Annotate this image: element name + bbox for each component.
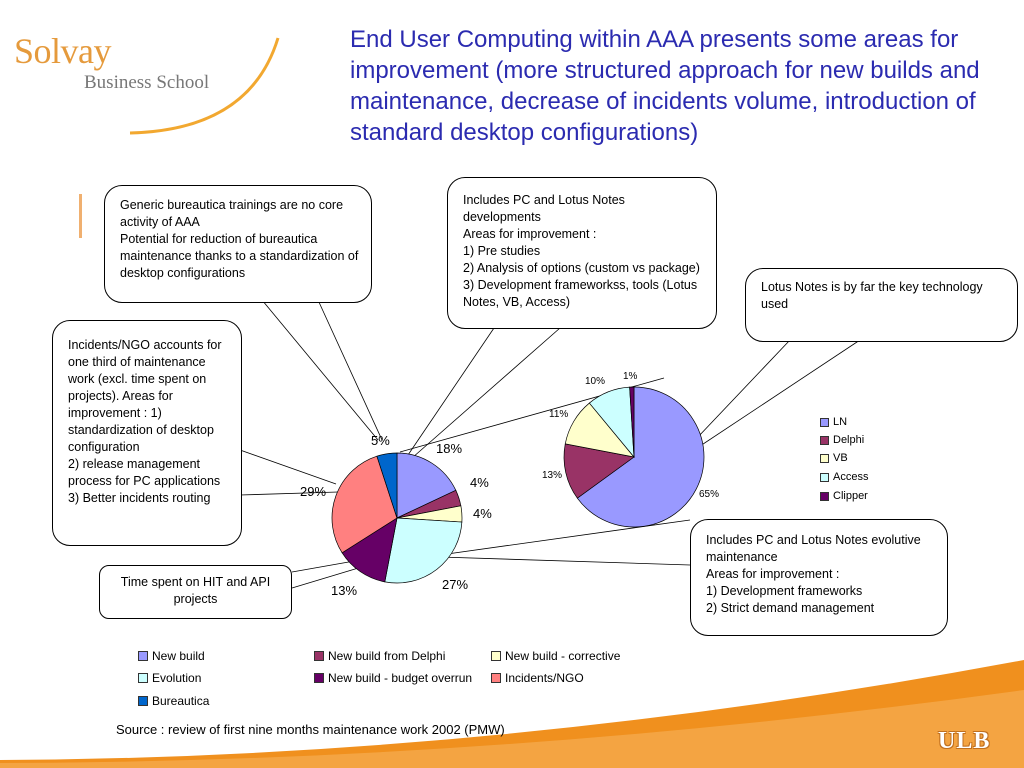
legend-swatch-budget-overrun bbox=[314, 673, 324, 683]
pie-chart-maintenance bbox=[331, 452, 463, 584]
pie1-label-budget-overrun: 13% bbox=[331, 583, 358, 598]
callout-incidents-line-2: 2) release management process for PC app… bbox=[68, 457, 221, 488]
pie2-label-vb: 11% bbox=[549, 409, 569, 420]
pie1-slice-evolution bbox=[384, 517, 463, 584]
legend-swatch-bureautica bbox=[138, 696, 148, 706]
slide-title: End User Computing within AAA presents s… bbox=[350, 26, 980, 146]
legend2-label-delphi: Delphi bbox=[833, 434, 865, 446]
callout-evolution-line-1: Includes PC and Lotus Notes evolutive ma… bbox=[706, 533, 921, 564]
pie1-slice-bureautica bbox=[376, 452, 398, 519]
callout-incidents-line-3: 3) Better incidents routing bbox=[68, 491, 211, 505]
legend2-access: Access bbox=[820, 471, 868, 483]
legend-label-evolution: Evolution bbox=[152, 671, 202, 685]
legend-label-new-build-corrective: New build - corrective bbox=[505, 649, 621, 663]
legend-incidents: Incidents/NGO bbox=[491, 671, 584, 685]
legend-swatch-incidents bbox=[491, 673, 501, 683]
logo-ulb: ULB bbox=[938, 728, 991, 754]
callout-new-build-line-3: 1) Pre studies bbox=[463, 244, 541, 258]
pie1-label-new-build: 18% bbox=[436, 441, 463, 456]
pie1-slice-incidents-ngo bbox=[331, 455, 398, 554]
pie1-label-new-build-delphi: 4% bbox=[470, 475, 489, 490]
pie1-label-incidents: 29% bbox=[300, 484, 327, 499]
pie1-label-evolution: 27% bbox=[442, 577, 469, 592]
legend-label-bureautica: Bureautica bbox=[152, 694, 210, 708]
legend-new-build-delphi: New build from Delphi bbox=[314, 649, 445, 663]
callout-hit-api: Time spent on HIT and API projects bbox=[99, 565, 292, 619]
legend-label-new-build-delphi: New build from Delphi bbox=[328, 649, 446, 663]
source-note: Source : review of first nine months mai… bbox=[116, 722, 505, 737]
logo-arc bbox=[129, 37, 280, 135]
callout-connectors bbox=[239, 299, 861, 589]
pie2-label-ln: 65% bbox=[699, 489, 720, 500]
legend-budget-overrun: New build - budget overrun bbox=[314, 671, 472, 685]
pie2-label-delphi: 13% bbox=[542, 470, 563, 481]
legend-label-new-build: New build bbox=[152, 649, 205, 663]
callout-bureautica: Generic bureautica trainings are no core… bbox=[104, 185, 372, 303]
legend-swatch-evolution bbox=[138, 673, 148, 683]
pie1-label-bureautica: 5% bbox=[371, 433, 390, 448]
legend-label-budget-overrun: New build - budget overrun bbox=[328, 671, 473, 685]
pie2-label-access: 10% bbox=[585, 376, 606, 387]
legend2-label-access: Access bbox=[833, 471, 869, 483]
pie2-slice-delphi bbox=[563, 443, 635, 499]
legend-swatch-new-build-delphi bbox=[314, 651, 324, 661]
bottom-swoosh-light bbox=[0, 690, 1024, 768]
legend2-label-clipper: Clipper bbox=[833, 490, 868, 502]
pie2-slice-clipper bbox=[629, 386, 635, 458]
legend-bureautica: Bureautica bbox=[138, 694, 209, 708]
legend-label-incidents: Incidents/NGO bbox=[505, 671, 584, 685]
callout-lotus-notes: Lotus Notes is by far the key technology… bbox=[745, 268, 1018, 342]
legend2-delphi: Delphi bbox=[820, 434, 864, 446]
legend2-label-vb: VB bbox=[833, 452, 848, 464]
legend2-swatch-vb bbox=[820, 453, 829, 463]
legend2-swatch-delphi bbox=[820, 435, 829, 445]
callout-new-build-line-5: 3) Development frameworkss, tools (Lotus… bbox=[463, 278, 698, 309]
callout-evolution-line-3: 1) Development frameworks bbox=[706, 584, 863, 598]
legend-new-build-corrective: New build - corrective bbox=[491, 649, 620, 663]
callout-incidents-line-1: Incidents/NGO accounts for one third of … bbox=[68, 338, 222, 454]
legend2-clipper: Clipper bbox=[820, 490, 868, 502]
callout-lotus-line-1: Lotus Notes is by far the key technology… bbox=[761, 280, 983, 311]
legend-swatch-new-build bbox=[138, 651, 148, 661]
legend-evolution: Evolution bbox=[138, 671, 201, 685]
callout-new-build-line-1: Includes PC and Lotus Notes developments bbox=[463, 193, 625, 224]
callout-evolution: Includes PC and Lotus Notes evolutive ma… bbox=[690, 519, 948, 636]
callout-hit-line-1: Time spent on HIT and API projects bbox=[120, 575, 271, 606]
callout-new-build-line-4: 2) Analysis of options (custom vs packag… bbox=[463, 261, 700, 275]
legend-new-build: New build bbox=[138, 649, 205, 663]
legend2-swatch-clipper bbox=[820, 491, 829, 501]
accent-bar bbox=[79, 194, 82, 238]
legend-swatch-new-build-corrective bbox=[491, 651, 501, 661]
pie2-slice-ln bbox=[576, 386, 705, 528]
callout-new-build-line-2: Areas for improvement : bbox=[463, 227, 597, 241]
legend2-vb: VB bbox=[820, 452, 848, 464]
legend2-ln: LN bbox=[820, 416, 847, 428]
pie-chart-technology bbox=[563, 386, 705, 528]
callout-evolution-line-4: 2) Strict demand management bbox=[706, 601, 875, 615]
callout-incidents: Incidents/NGO accounts for one third of … bbox=[52, 320, 242, 546]
legend2-swatch-ln bbox=[820, 417, 829, 427]
pie1-slice-new-build bbox=[396, 452, 457, 519]
callout-bureautica-line-1: Generic bureautica trainings are no core… bbox=[120, 198, 344, 229]
logo-business-school: Business School bbox=[84, 72, 210, 93]
pie1-label-new-build-corrective: 4% bbox=[473, 506, 492, 521]
legend2-swatch-access bbox=[820, 472, 829, 482]
callout-evolution-line-2: Areas for improvement : bbox=[706, 567, 840, 581]
callout-bureautica-line-2: Potential for reduction of bureautica ma… bbox=[120, 232, 359, 280]
callout-new-build: Includes PC and Lotus Notes developments… bbox=[447, 177, 717, 329]
legend2-label-ln: LN bbox=[833, 416, 848, 428]
logo-solvay: Solvay bbox=[14, 31, 112, 71]
pie2-label-clipper: 1% bbox=[623, 371, 638, 382]
